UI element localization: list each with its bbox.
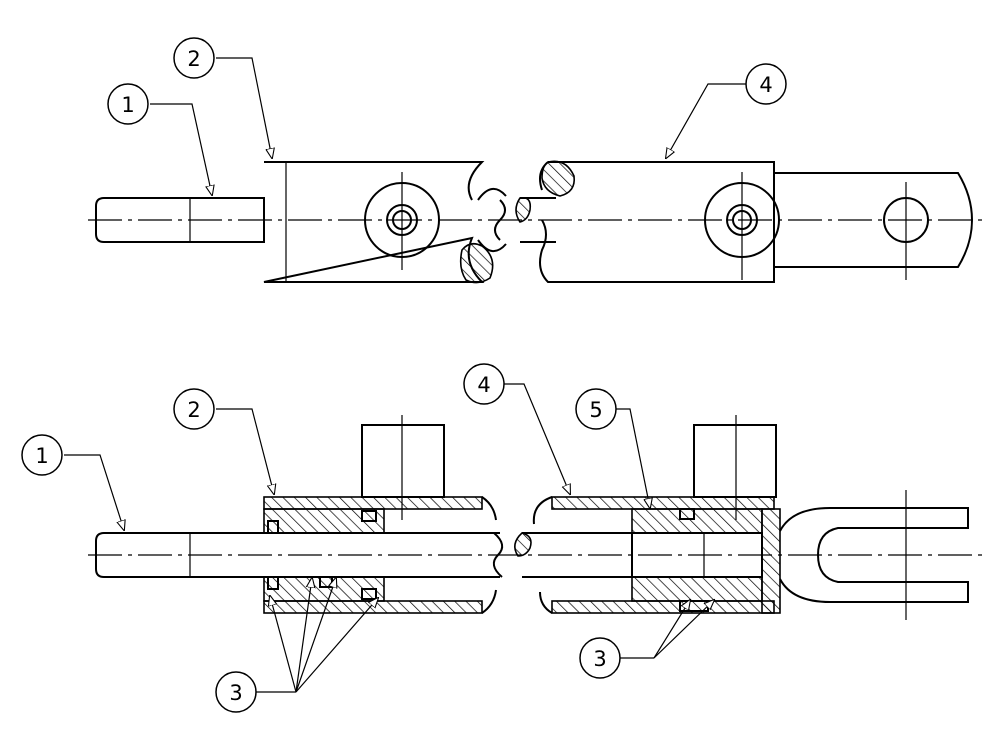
svg-text:2: 2 <box>187 47 200 71</box>
callout-5-bottom: 5 <box>575 388 617 430</box>
callout-3-left: 3 <box>215 671 257 713</box>
svg-text:4: 4 <box>477 373 490 397</box>
bottom-inner-part-5 <box>631 508 781 614</box>
top-rod-part-1 <box>95 197 265 243</box>
svg-text:3: 3 <box>593 647 606 671</box>
top-tube-part-4 <box>539 160 780 283</box>
callout-1-top: 1 <box>107 83 149 125</box>
svg-text:2: 2 <box>187 398 200 422</box>
top-view <box>88 160 985 284</box>
svg-text:3: 3 <box>229 681 242 705</box>
callout-3-right: 3 <box>579 637 621 679</box>
top-housing-part-2 <box>263 161 556 284</box>
callout-4-top: 4 <box>745 63 787 105</box>
bottom-view <box>88 415 985 620</box>
leader-lines <box>64 57 746 693</box>
bottom-housing-part-2 <box>263 415 497 614</box>
callout-2-bottom: 2 <box>173 388 215 430</box>
bottom-u-clevis <box>779 490 969 620</box>
callout-2-top: 2 <box>173 37 215 79</box>
svg-text:1: 1 <box>35 444 48 468</box>
svg-text:1: 1 <box>121 93 134 117</box>
svg-text:4: 4 <box>759 73 772 97</box>
svg-text:5: 5 <box>589 398 602 422</box>
callout-1-bottom: 1 <box>21 434 63 476</box>
bottom-rod-part-1 <box>95 532 632 578</box>
callout-4-bottom: 4 <box>463 363 505 405</box>
top-clevis-end <box>773 172 974 280</box>
